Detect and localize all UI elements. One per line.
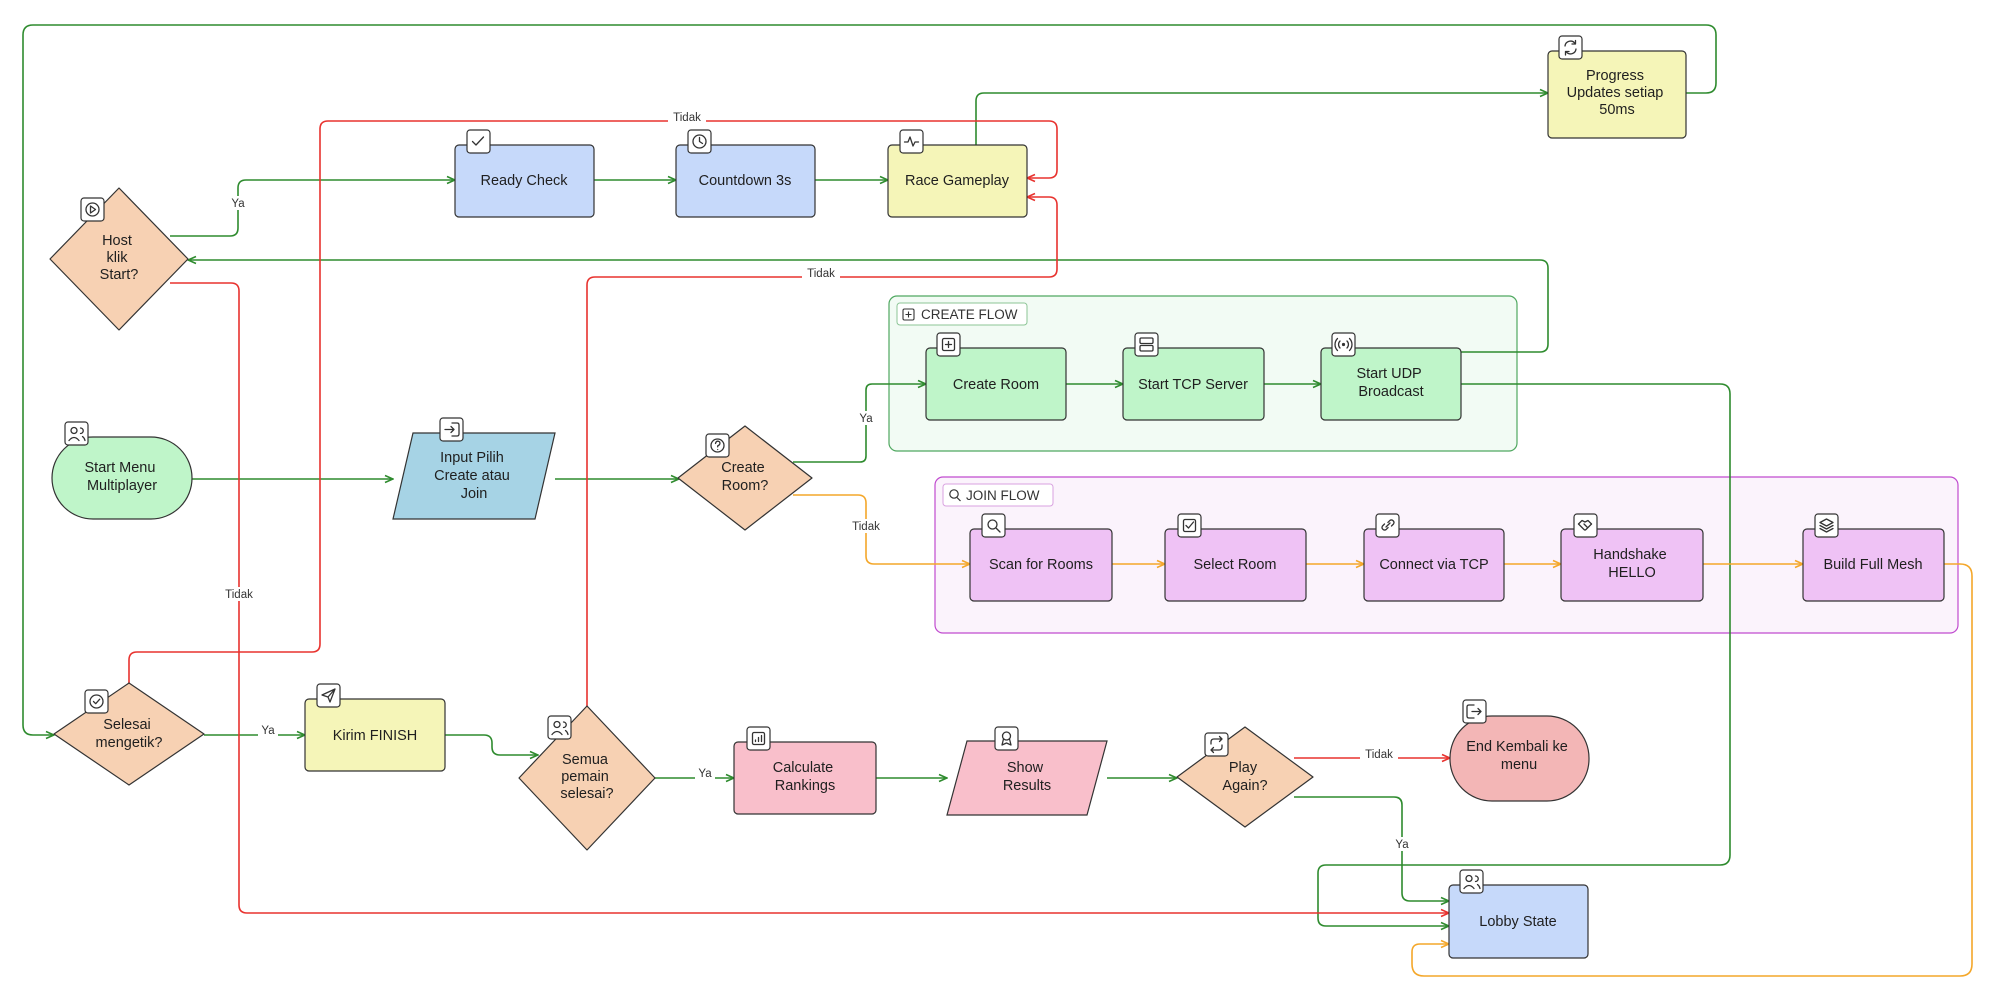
node-select-room-label: Select Room	[1193, 557, 1276, 573]
group-create-title: CREATE FLOW	[921, 307, 1018, 322]
node-race-gameplay[interactable]: Race Gameplay	[887, 129, 1028, 218]
node-select-room[interactable]: Select Room	[1164, 513, 1307, 602]
node-ready-check[interactable]: Ready Check	[454, 129, 595, 218]
edge-label-play-no: Tidak	[1365, 749, 1393, 761]
node-race-gameplay-label: Race Gameplay	[905, 173, 1010, 189]
node-host-start-question-label: Host klik Start?	[100, 233, 139, 283]
search-icon	[981, 513, 1006, 538]
node-selesai-question[interactable]: Selesai mengetik?	[53, 682, 205, 786]
edge-selesai-no-to-race	[128, 120, 1058, 687]
edge-label-semua-no: Tidak	[807, 268, 835, 280]
edge-label-selesai-no: Tidak	[673, 112, 701, 124]
link-icon	[1375, 513, 1400, 538]
node-kirim-finish[interactable]: Kirim FINISH	[304, 683, 446, 772]
edge-label-selesai-yes: Ya	[261, 725, 275, 737]
node-end-menu[interactable]: End Kembali ke menu	[1449, 699, 1590, 802]
edge-label-create-yes: Ya	[859, 413, 873, 425]
node-create-room[interactable]: Create Room	[925, 332, 1067, 421]
node-show-results[interactable]: Show Results	[946, 726, 1108, 816]
node-start-tcp-server[interactable]: Start TCP Server	[1122, 332, 1265, 421]
node-create-room-label: Create Room	[953, 377, 1039, 393]
login-icon	[439, 417, 464, 442]
node-play-again-question[interactable]: Play Again?	[1176, 726, 1314, 828]
node-lobby-state[interactable]: Lobby State	[1448, 869, 1589, 959]
edge-progress-to-selesai	[22, 24, 1717, 735]
node-start-udp-broadcast-label: Start UDP Broadcast	[1356, 366, 1425, 400]
users-icon	[1459, 869, 1484, 894]
node-input-pilih-label: Input Pilih Create atau Join	[434, 450, 514, 502]
edge-label-create-no: Tidak	[852, 521, 880, 533]
node-calculate-rankings[interactable]: Calculate Rankings	[733, 726, 877, 815]
node-create-room-question[interactable]: Create Room?	[677, 425, 813, 531]
check-icon	[466, 129, 491, 154]
node-show-results-label: Show Results	[1003, 760, 1051, 794]
award-icon	[994, 726, 1019, 751]
node-start-menu-label: Start Menu Multiplayer	[85, 460, 160, 494]
edge-label-play-yes: Ya	[1395, 839, 1409, 851]
node-start-menu[interactable]: Start Menu Multiplayer	[51, 421, 193, 520]
edge-race-to-progress	[975, 93, 1548, 145]
refresh-icon	[1558, 35, 1583, 60]
plus-square-icon	[902, 308, 915, 321]
node-handshake-hello-label: Handshake HELLO	[1593, 547, 1670, 581]
node-semua-question[interactable]: Semua pemain selesai?	[518, 705, 656, 851]
play-icon	[80, 197, 105, 222]
node-progress-updates-label: Progress Updates setiap 50ms	[1567, 68, 1668, 118]
check-circle-icon	[84, 689, 109, 714]
edge-udp-to-lobby	[1317, 383, 1731, 926]
edges	[22, 24, 1973, 977]
edge-labels: Ya Tidak Ya Tidak Ya Tidak Ya Tidak Tida…	[220, 110, 1412, 851]
node-connect-via-tcp[interactable]: Connect via TCP	[1363, 513, 1505, 602]
bar-chart-icon	[746, 726, 771, 751]
node-end-menu-label: End Kembali ke menu	[1466, 739, 1572, 773]
node-countdown[interactable]: Countdown 3s	[675, 129, 816, 218]
node-play-again-question-label: Play Again?	[1222, 760, 1267, 794]
question-icon	[705, 433, 730, 458]
node-semua-question-label: Semua pemain selesai?	[560, 752, 613, 802]
node-start-udp-broadcast[interactable]: Start UDP Broadcast	[1320, 332, 1462, 421]
node-scan-for-rooms-label: Scan for Rooms	[989, 557, 1093, 573]
node-scan-for-rooms[interactable]: Scan for Rooms	[969, 513, 1113, 602]
node-build-full-mesh-label: Build Full Mesh	[1823, 557, 1922, 573]
edge-label-semua-yes: Ya	[698, 768, 712, 780]
edge-host-yes-to-ready	[170, 180, 455, 237]
layers-icon	[1814, 513, 1839, 538]
node-host-start-question[interactable]: Host klik Start?	[49, 187, 189, 331]
node-kirim-finish-label: Kirim FINISH	[333, 728, 418, 744]
search-icon	[949, 489, 961, 502]
check-square-icon	[1177, 513, 1202, 538]
send-icon	[316, 683, 341, 708]
users-icon	[64, 421, 89, 446]
edge-label-host-no: Tidak	[225, 589, 253, 601]
users-icon	[547, 715, 572, 740]
edge-udp-to-host	[188, 260, 1549, 353]
edge-label-host-yes: Ya	[231, 198, 245, 210]
plus-square-icon	[936, 332, 961, 357]
clock-icon	[687, 129, 712, 154]
node-calculate-rankings-label: Calculate Rankings	[773, 760, 837, 794]
node-lobby-state-label: Lobby State	[1479, 914, 1556, 930]
edge-fullmesh-to-lobby	[1411, 563, 1973, 977]
group-join-title: JOIN FLOW	[966, 488, 1040, 503]
node-progress-updates[interactable]: Progress Updates setiap 50ms	[1547, 35, 1687, 139]
repeat-icon	[1204, 732, 1229, 757]
node-connect-via-tcp-label: Connect via TCP	[1379, 557, 1488, 573]
server-icon	[1134, 332, 1159, 357]
broadcast-icon	[1331, 332, 1356, 357]
activity-icon	[899, 129, 924, 154]
edge-kirim-to-semua	[445, 734, 538, 755]
node-input-pilih[interactable]: Input Pilih Create atau Join	[392, 417, 556, 520]
node-start-tcp-server-label: Start TCP Server	[1138, 377, 1248, 393]
node-create-room-question-label: Create Room?	[721, 460, 769, 494]
edge-semua-no-to-race	[586, 197, 1058, 708]
node-countdown-label: Countdown 3s	[699, 173, 792, 189]
node-build-full-mesh[interactable]: Build Full Mesh	[1802, 513, 1945, 602]
logout-icon	[1462, 699, 1487, 724]
node-selesai-question-label: Selesai mengetik?	[96, 717, 163, 751]
node-handshake-hello[interactable]: Handshake HELLO	[1560, 513, 1704, 602]
handshake-icon	[1573, 513, 1598, 538]
node-ready-check-label: Ready Check	[480, 173, 568, 189]
